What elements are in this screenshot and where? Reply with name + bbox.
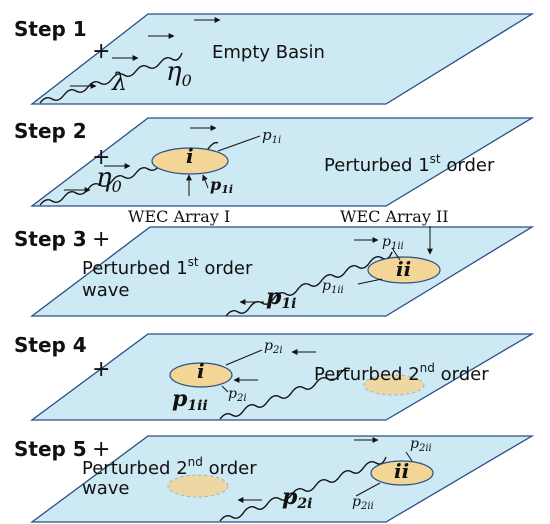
- step-5-panel: ii p2ii p2ii p2i Step 5 + Perturbed 2nd …: [14, 435, 535, 523]
- step-2-p1i-radiated-label: p1i: [262, 126, 281, 146]
- step-2-eta-symbol: η0: [96, 163, 122, 196]
- step-2-caption: Perturbed 1st order: [324, 152, 495, 176]
- step-3-p1ii-bottom-leader: [357, 278, 383, 285]
- step-2-label: Step 2: [14, 119, 87, 143]
- step-1-eta-symbol: η0: [166, 57, 192, 90]
- step-3-wec-label: ii: [396, 257, 411, 281]
- step-2-p1i-label: p1i: [210, 175, 233, 196]
- step-4-wec-array-i: [169, 362, 233, 388]
- step-4-perturbed-wave: [219, 367, 351, 420]
- step-5-basin-plane: [30, 435, 535, 523]
- step-5-perturbed-wave: [219, 456, 387, 522]
- step-3-plus: +: [92, 227, 110, 252]
- step-5-wec-array-i-ghost: [167, 474, 229, 498]
- step-3-p1i-label: p1i: [266, 284, 296, 312]
- step-5-label: Step 5: [14, 437, 87, 461]
- step-1-panel: Step 1 + Empty Basin λ η0: [14, 13, 535, 105]
- step-5-caption-line1: Perturbed 2nd order: [82, 455, 257, 479]
- step-3-basin-plane: [30, 226, 535, 317]
- step-4-caption: Perturbed 2nd order: [314, 361, 489, 385]
- step-5-p2ii-bottom-leader: [355, 482, 381, 497]
- step-2-force-arrow: [202, 174, 209, 189]
- step-1-wavelength-symbol: λ: [111, 68, 127, 96]
- step-2-wec-array-i: [151, 147, 229, 175]
- wec-array-i-label: WEC Array I: [128, 207, 230, 226]
- step-5-plus: +: [92, 437, 110, 462]
- step-5-wec-array-ii: [370, 460, 434, 486]
- step-5-p2ii-bottom-label: p2ii: [352, 494, 374, 512]
- step-4-panel: i p2i p2i p1ii Step 4 + Perturbed 2nd or…: [14, 333, 535, 421]
- step-1-incident-wave: [39, 52, 183, 104]
- step-3-p1ii-top-label: p1ii: [382, 234, 404, 252]
- step-2-radiated-wave-leader: [217, 135, 261, 152]
- step-4-p2i-small-label: p2i: [228, 386, 247, 404]
- wec-array-ii-label: WEC Array II: [340, 207, 449, 226]
- step-3-caption-line2: wave: [82, 280, 129, 301]
- step-1-label: Step 1: [14, 17, 87, 41]
- step-5-p2ii-top-leader: [405, 451, 413, 462]
- step-4-p1ii-label: p1ii: [172, 386, 208, 414]
- step-1-caption: Empty Basin: [212, 42, 325, 63]
- step-3-panel: ii p1ii p1ii p1i Step 3 + Perturbed 1st …: [14, 226, 535, 317]
- step-4-p2i-top-label: p2i: [264, 338, 283, 356]
- step-3-perturbed-wave: [225, 251, 393, 317]
- step-4-plus: +: [92, 357, 110, 382]
- step-5-wec-label: ii: [394, 459, 409, 483]
- step-3-caption-line1: Perturbed 1st order: [82, 255, 253, 279]
- step-4-p2i-small-leader: [221, 385, 229, 393]
- step-5-p2i-label: p2i: [282, 484, 312, 512]
- step-2-basin-plane: [30, 117, 535, 207]
- step-3-p1ii-top-leader: [391, 247, 401, 261]
- step-3-p1ii-bottom-label: p1ii: [322, 278, 344, 296]
- step-3-label: Step 3: [14, 227, 87, 251]
- step-1-plus: +: [92, 39, 110, 64]
- step-2-panel: i p1i p1i η0 Step 2 + Perturbed 1st orde…: [14, 117, 535, 207]
- step-4-basin-plane: [30, 333, 535, 421]
- step-4-label: Step 4: [14, 333, 87, 357]
- step-2-wec-label: i: [186, 144, 194, 168]
- step-2-plus: +: [92, 145, 110, 170]
- step-5-caption-line2: wave: [82, 478, 129, 499]
- step-5-p2ii-top-label: p2ii: [410, 436, 432, 454]
- step-3-wec-array-ii: [367, 256, 441, 284]
- step-4-p2i-top-leader: [225, 349, 263, 366]
- step-4-wec-array-ii-ghost: [363, 374, 425, 396]
- step-4-wec-label: i: [197, 359, 205, 383]
